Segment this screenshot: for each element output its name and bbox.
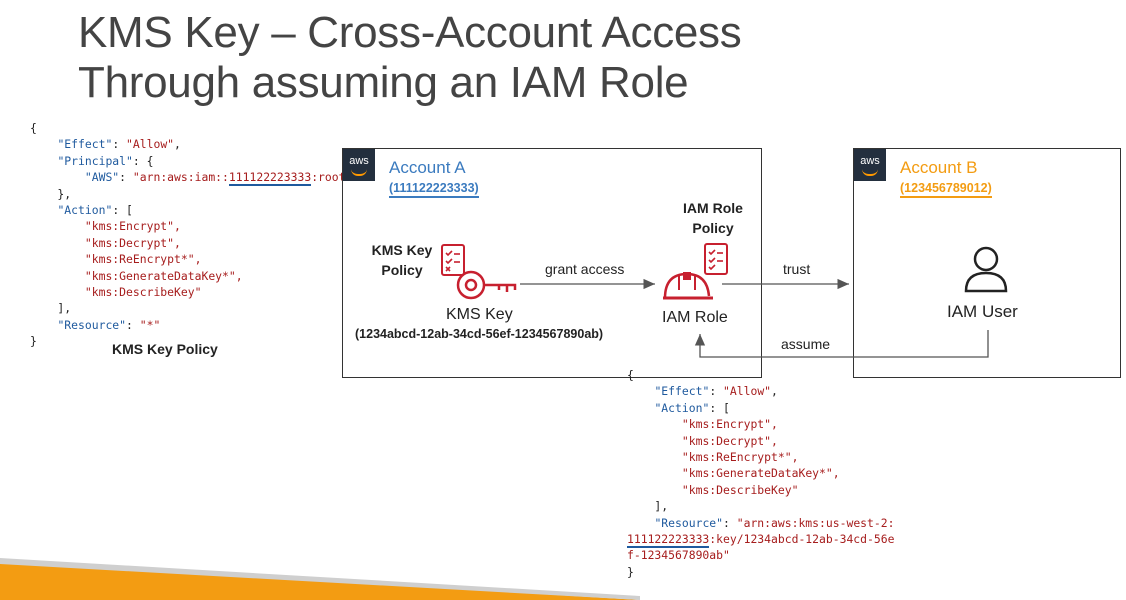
grant-access-label: grant access — [545, 261, 625, 277]
iam-role-policy-label: IAM Role Policy — [683, 200, 743, 236]
slide-title: KMS Key – Cross-Account Access Through a… — [78, 8, 742, 108]
aws-logo-icon: aws — [343, 149, 375, 181]
title-line-2: Through assuming an IAM Role — [78, 58, 689, 107]
account-b-name: Account B — [900, 158, 978, 177]
kms-key-policy-caption: KMS Key Policy — [112, 341, 218, 357]
assume-label: assume — [781, 336, 831, 352]
kms-key-policy-json: { "Effect": "Allow", "Principal": { "AWS… — [30, 121, 353, 349]
iam-role-helmet-icon — [663, 272, 713, 300]
account-b-id: (123456789012) — [900, 181, 992, 198]
account-a-id: (111122223333) — [389, 181, 479, 198]
kms-key-policy-label: KMS Key Policy — [371, 242, 433, 278]
iam-role-label: IAM Role — [662, 309, 728, 326]
account-a-box: aws — [342, 148, 762, 378]
principal-account-id: 111122223333 — [228, 170, 312, 187]
resource-account-id: 111122223333 — [627, 532, 710, 549]
title-line-1: KMS Key – Cross-Account Access — [78, 8, 742, 57]
iam-user-label: IAM User — [947, 302, 1018, 321]
decorative-footer-stripe — [0, 558, 640, 600]
kms-key-id: (1234abcd-12ab-34cd-56ef-1234567890ab) — [355, 327, 604, 341]
policy-document-icon — [441, 244, 465, 276]
assume-arrow — [694, 330, 989, 358]
kms-key-icon — [456, 270, 517, 300]
kms-key-label: KMS Key — [446, 306, 513, 323]
trust-label: trust — [783, 261, 811, 277]
iam-user-icon — [964, 246, 1008, 293]
role-policy-document-icon — [704, 243, 728, 275]
aws-logo-icon: aws — [854, 149, 886, 181]
account-b-box: aws — [853, 148, 1121, 378]
account-a-name: Account A — [389, 158, 466, 177]
iam-role-policy-json: { "Effect": "Allow", "Action": [ "kms:En… — [627, 368, 895, 579]
